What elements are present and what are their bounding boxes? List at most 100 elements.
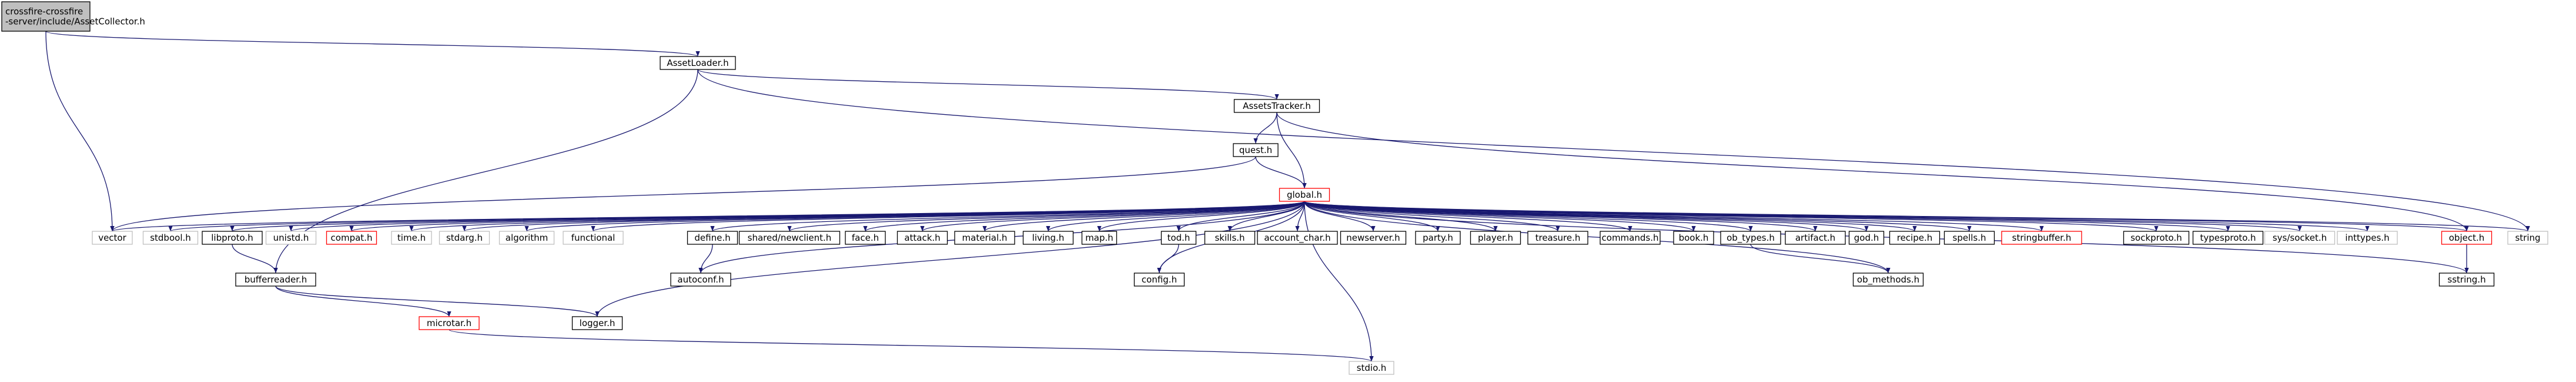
node-stringbuffer[interactable]: stringbuffer.h	[2001, 231, 2082, 245]
node-autoconf[interactable]: autoconf.h	[670, 273, 731, 287]
node-algorithm[interactable]: algorithm	[499, 231, 555, 245]
node-define[interactable]: define.h	[687, 231, 738, 245]
node-box-object	[2441, 231, 2493, 245]
node-box-recipe	[1889, 231, 1941, 245]
node-ob_methods[interactable]: ob_methods.h	[1852, 273, 1924, 287]
node-box-attack	[896, 231, 948, 245]
node-party[interactable]: party.h	[1415, 231, 1461, 245]
node-box-player	[1470, 231, 1521, 245]
node-god[interactable]: god.h	[1848, 231, 1885, 245]
node-label-face: face.h	[852, 232, 879, 243]
node-box-commands	[1600, 231, 1661, 245]
node-stdarg[interactable]: stdarg.h	[439, 231, 490, 245]
edge-root-to-assetloader	[45, 31, 700, 57]
edge-assetstracker-to-quest	[1253, 112, 1277, 144]
edge-bufferreader-to-microtar	[275, 285, 451, 317]
node-map[interactable]: map.h	[1081, 231, 1118, 245]
node-box-treasure	[1527, 231, 1588, 245]
node-artifact[interactable]: artifact.h	[1785, 231, 1846, 245]
node-skills[interactable]: skills.h	[1204, 231, 1256, 245]
node-vector[interactable]: vector	[92, 231, 133, 245]
node-box-unistd	[265, 231, 317, 245]
node-quest[interactable]: quest.h	[1233, 143, 1279, 157]
node-label-root: crossfire-crossfire	[5, 6, 83, 17]
edge-global-to-newserver	[1304, 201, 1376, 232]
node-tod[interactable]: tod.h	[1160, 231, 1197, 245]
node-label-inttypes: inttypes.h	[2345, 232, 2389, 243]
node-inttypes[interactable]: inttypes.h	[2337, 231, 2398, 245]
node-label-logger: logger.h	[580, 318, 615, 328]
edge-global-to-material	[982, 201, 1305, 232]
node-box-algorithm	[499, 231, 555, 245]
node-box-config	[1133, 273, 1185, 287]
node-label-player: player.h	[1478, 232, 1513, 243]
node-recipe[interactable]: recipe.h	[1889, 231, 1941, 245]
node-typesproto[interactable]: typesproto.h	[2192, 231, 2264, 245]
node-syssocket[interactable]: sys/socket.h	[2264, 231, 2336, 245]
node-book[interactable]: book.h	[1673, 231, 1714, 245]
node-box-stdio	[1349, 361, 1394, 375]
node-bufferreader[interactable]: bufferreader.h	[235, 273, 316, 287]
node-assetstracker[interactable]: AssetsTracker.h	[1233, 99, 1320, 113]
node-box-spells	[1943, 231, 1995, 245]
node-box-stdbool	[142, 231, 199, 245]
node-sharednewclient[interactable]: shared/newclient.h	[738, 231, 841, 245]
node-object[interactable]: object.h	[2441, 231, 2493, 245]
node-label-config: config.h	[1142, 274, 1177, 285]
node-attack[interactable]: attack.h	[896, 231, 948, 245]
node-spells[interactable]: spells.h	[1943, 231, 1995, 245]
edge-quest-to-global	[1255, 156, 1307, 189]
edge-global-to-string	[1304, 201, 2530, 232]
edge-bufferreader-to-logger	[275, 285, 600, 317]
edge-global-to-stdbool	[169, 201, 1305, 232]
node-newserver[interactable]: newserver.h	[1340, 231, 1407, 245]
node-living[interactable]: living.h	[1022, 231, 1074, 245]
node-commands[interactable]: commands.h	[1600, 231, 1661, 245]
node-ob_types[interactable]: ob_types.h	[1720, 231, 1781, 245]
node-logger[interactable]: logger.h	[571, 316, 623, 330]
node-player[interactable]: player.h	[1470, 231, 1521, 245]
node-label-libproto: libproto.h	[211, 232, 253, 243]
edge-global-to-skills	[1227, 201, 1305, 232]
edge-microtar-to-stdio	[449, 329, 1374, 362]
node-config[interactable]: config.h	[1133, 273, 1185, 287]
node-stdio[interactable]: stdio.h	[1349, 361, 1394, 375]
node-label-living: living.h	[1032, 232, 1065, 243]
node-global[interactable]: global.h	[1279, 188, 1330, 202]
node-box-time	[391, 231, 432, 245]
node-box-ob_types	[1720, 231, 1781, 245]
node-root[interactable]: crossfire-crossfire-server/include/Asset…	[1, 1, 145, 32]
node-label-treasure: treasure.h	[1535, 232, 1581, 243]
node-box-sockproto	[2123, 231, 2190, 245]
header-nodes: crossfire-crossfire-server/include/Asset…	[1, 1, 2548, 375]
node-label-time: time.h	[397, 232, 426, 243]
node-libproto[interactable]: libproto.h	[202, 231, 263, 245]
edge-global-to-algorithm	[524, 201, 1305, 232]
node-sockproto[interactable]: sockproto.h	[2123, 231, 2190, 245]
edge-global-to-living	[1046, 201, 1305, 232]
node-treasure[interactable]: treasure.h	[1527, 231, 1588, 245]
node-box-stdarg	[439, 231, 490, 245]
node-string[interactable]: string	[2507, 231, 2548, 245]
node-sstring[interactable]: sstring.h	[2438, 273, 2495, 287]
node-label-stdbool: stdbool.h	[150, 232, 191, 243]
node-microtar[interactable]: microtar.h	[419, 316, 480, 330]
node-functional[interactable]: functional	[563, 231, 624, 245]
node-time[interactable]: time.h	[391, 231, 432, 245]
node-label-define: define.h	[694, 232, 730, 243]
node-stdbool[interactable]: stdbool.h	[142, 231, 199, 245]
edge-global-to-book	[1304, 201, 1696, 232]
node-label-stdio: stdio.h	[1357, 363, 1387, 373]
node-account_char[interactable]: account_char.h	[1257, 231, 1338, 245]
node-unistd[interactable]: unistd.h	[265, 231, 317, 245]
edge-global-to-attack	[920, 201, 1305, 232]
node-label-compat: compat.h	[331, 232, 373, 243]
edge-global-to-tod	[1176, 201, 1305, 232]
edge-global-to-inttypes	[1304, 201, 2369, 232]
node-compat[interactable]: compat.h	[326, 231, 377, 245]
node-material[interactable]: material.h	[954, 231, 1015, 245]
node-assetloader[interactable]: AssetLoader.h	[660, 56, 736, 70]
node-label-assetloader: AssetLoader.h	[667, 58, 728, 68]
node-face[interactable]: face.h	[845, 231, 886, 245]
node-box-libproto	[202, 231, 263, 245]
